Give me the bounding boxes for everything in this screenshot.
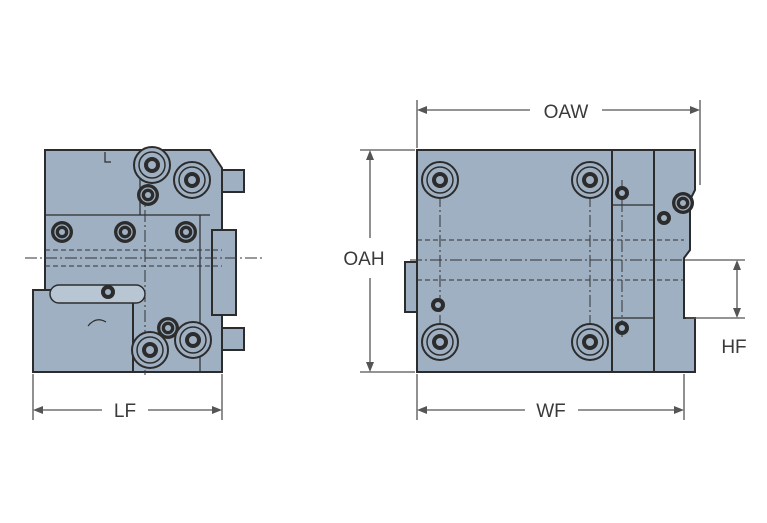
bolt-icon: [571, 161, 609, 199]
bolt-icon: [657, 211, 671, 225]
bolt-icon: [421, 323, 459, 361]
dimension-label-hf: HF: [721, 337, 746, 358]
bolt-icon: [113, 220, 137, 244]
bolt-icon: [615, 186, 629, 200]
dimension-label-wf: WF: [536, 401, 566, 422]
bolt-icon: [133, 146, 171, 184]
front-view-boss: [404, 261, 418, 313]
bolt-icon: [174, 321, 212, 359]
dimension-label-oaw: OAW: [544, 102, 589, 123]
bolt-icon: [131, 331, 169, 369]
side-view-slot: [49, 284, 146, 304]
bolt-icon: [136, 183, 160, 207]
bolt-icon: [50, 220, 74, 244]
bolt-icon: [615, 321, 629, 335]
front-view-right-section: [653, 149, 696, 373]
side-view-pin-bottom: [221, 327, 245, 351]
bolt-icon: [431, 298, 445, 312]
dimension-label-lf: LF: [114, 401, 136, 422]
side-view-flange: [211, 229, 237, 316]
bolt-icon: [671, 191, 695, 215]
side-view-pin-top: [221, 169, 245, 193]
bolt-icon: [421, 161, 459, 199]
side-view: LF: [25, 146, 262, 422]
front-view-mid-section: [611, 149, 655, 373]
bolt-icon: [571, 323, 609, 361]
dimension-label-oah: OAH: [343, 249, 384, 270]
front-view: OAW OAH WF HF: [343, 100, 747, 422]
bolt-icon: [173, 161, 211, 199]
bolt-icon: [174, 220, 198, 244]
bolt-icon: [101, 285, 115, 299]
